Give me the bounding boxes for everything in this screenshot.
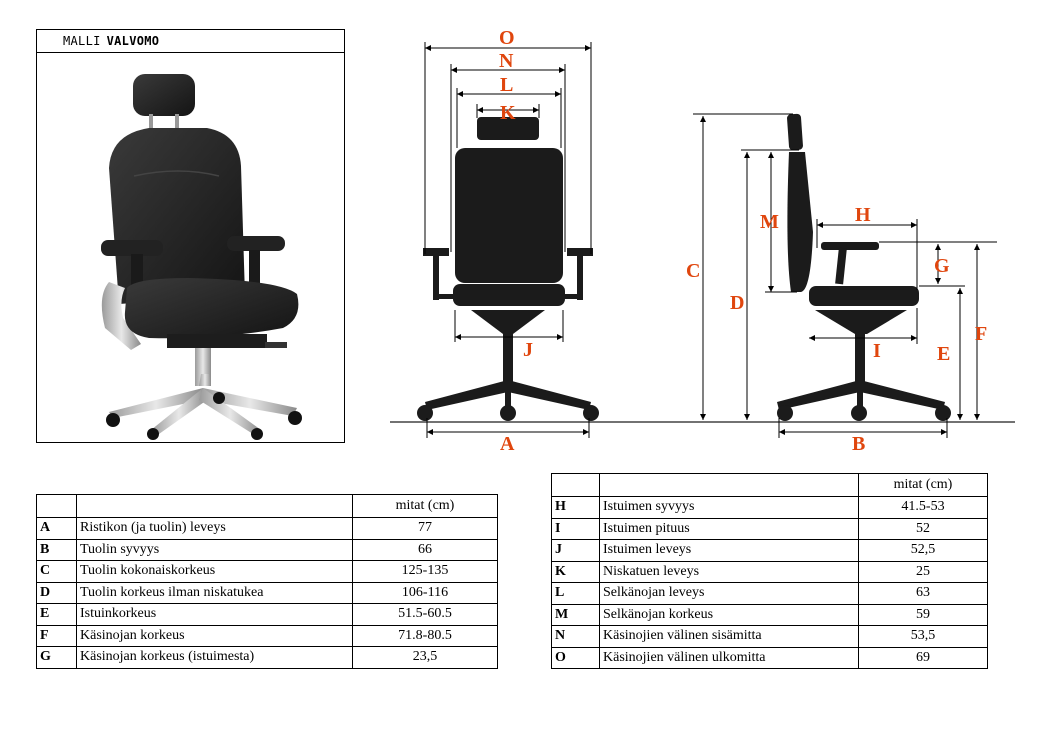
dim-label-G: G [934, 255, 950, 277]
model-prefix: MALLI [63, 34, 101, 48]
dim-label-I: I [873, 340, 881, 362]
dim-label-K: K [500, 102, 516, 124]
side-view-chair [777, 113, 951, 421]
front-view-labels: O N L K J A [499, 27, 533, 455]
dim-label-B: B [852, 433, 865, 455]
table-header-row: mitat (cm) [36, 494, 498, 518]
model-title: MALLI VALVOMO [37, 30, 344, 53]
table-header-row: mitat (cm) [551, 473, 988, 497]
dim-label-F: F [975, 323, 987, 345]
dim-label-E: E [937, 343, 950, 365]
front-view-chair [417, 117, 599, 421]
unit-header: mitat (cm) [352, 494, 498, 518]
side-view-labels: H M G C D F E I B [686, 204, 987, 455]
dim-label-M: M [760, 211, 779, 233]
dim-label-L: L [500, 74, 513, 96]
dim-label-O: O [499, 27, 515, 49]
product-photo-box: MALLI VALVOMO [36, 29, 345, 443]
dim-label-J: J [523, 339, 533, 361]
dimension-diagram: O N L K J A [390, 27, 1015, 455]
dim-label-H: H [855, 204, 871, 226]
chair-photo [101, 74, 302, 440]
dim-label-N: N [499, 50, 514, 72]
dim-label-C: C [686, 260, 700, 282]
dim-label-A: A [500, 433, 515, 455]
unit-header: mitat (cm) [858, 473, 988, 497]
model-name: VALVOMO [106, 34, 160, 48]
dim-label-D: D [730, 292, 744, 314]
